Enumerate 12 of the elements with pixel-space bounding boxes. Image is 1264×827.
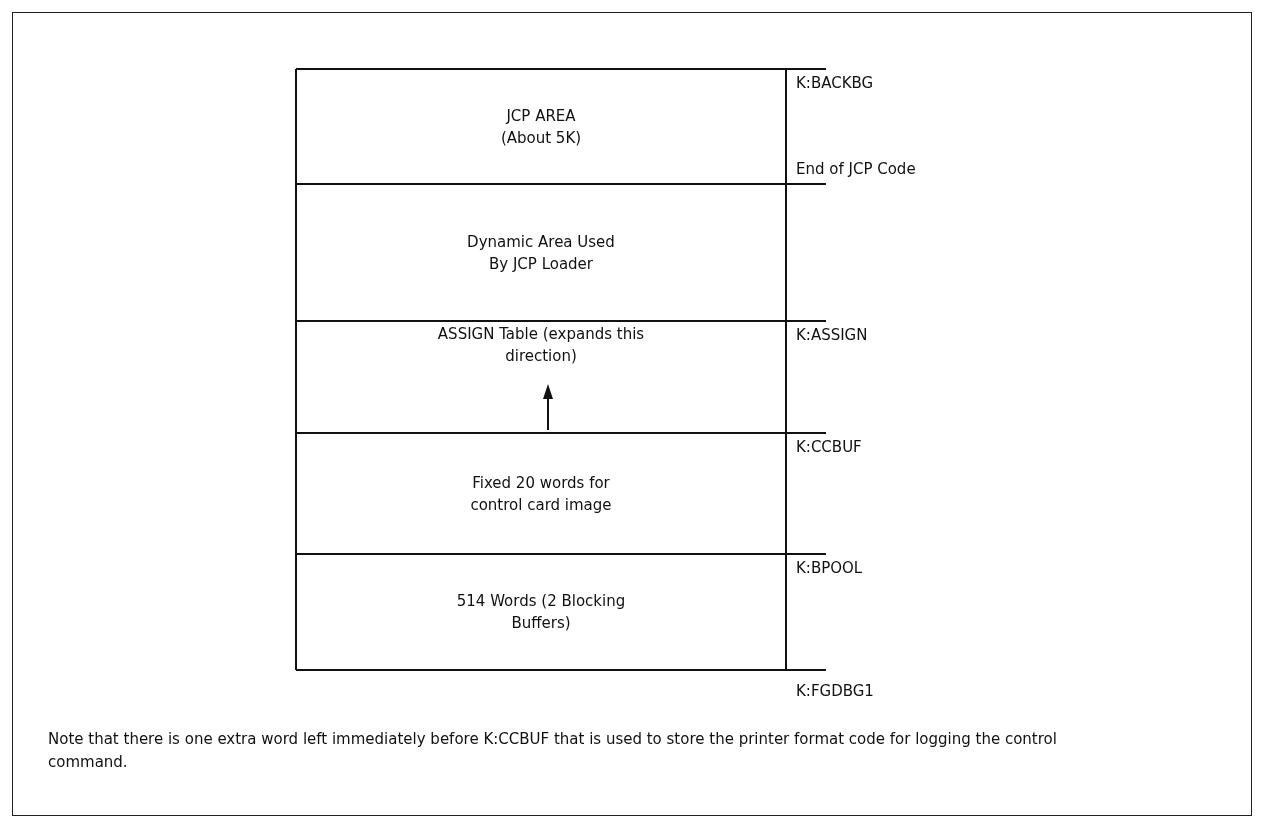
address-label: K:CCBUF bbox=[796, 438, 862, 456]
address-label: K:BPOOL bbox=[796, 559, 863, 577]
address-label: K:FGDBG1 bbox=[796, 682, 874, 700]
region-label: 514 Words (2 Blocking Buffers) bbox=[456, 591, 626, 634]
region-label: Dynamic Area Used By JCP Loader bbox=[466, 231, 616, 275]
address-label: End of JCP Code bbox=[796, 160, 916, 178]
region-label: JCP AREA (About 5K) bbox=[499, 105, 583, 149]
note-text: Note that there is one extra word left immediately before K:CCBUF that is used to store the printer format code for logging the control command. bbox=[48, 729, 1058, 773]
address-label: K:ASSIGN bbox=[796, 326, 868, 344]
region-label: Fixed 20 words for control card image bbox=[469, 472, 613, 516]
address-label: K:BACKBG bbox=[796, 74, 874, 92]
region-label: ASSIGN Table (expands this direction) bbox=[436, 324, 646, 367]
